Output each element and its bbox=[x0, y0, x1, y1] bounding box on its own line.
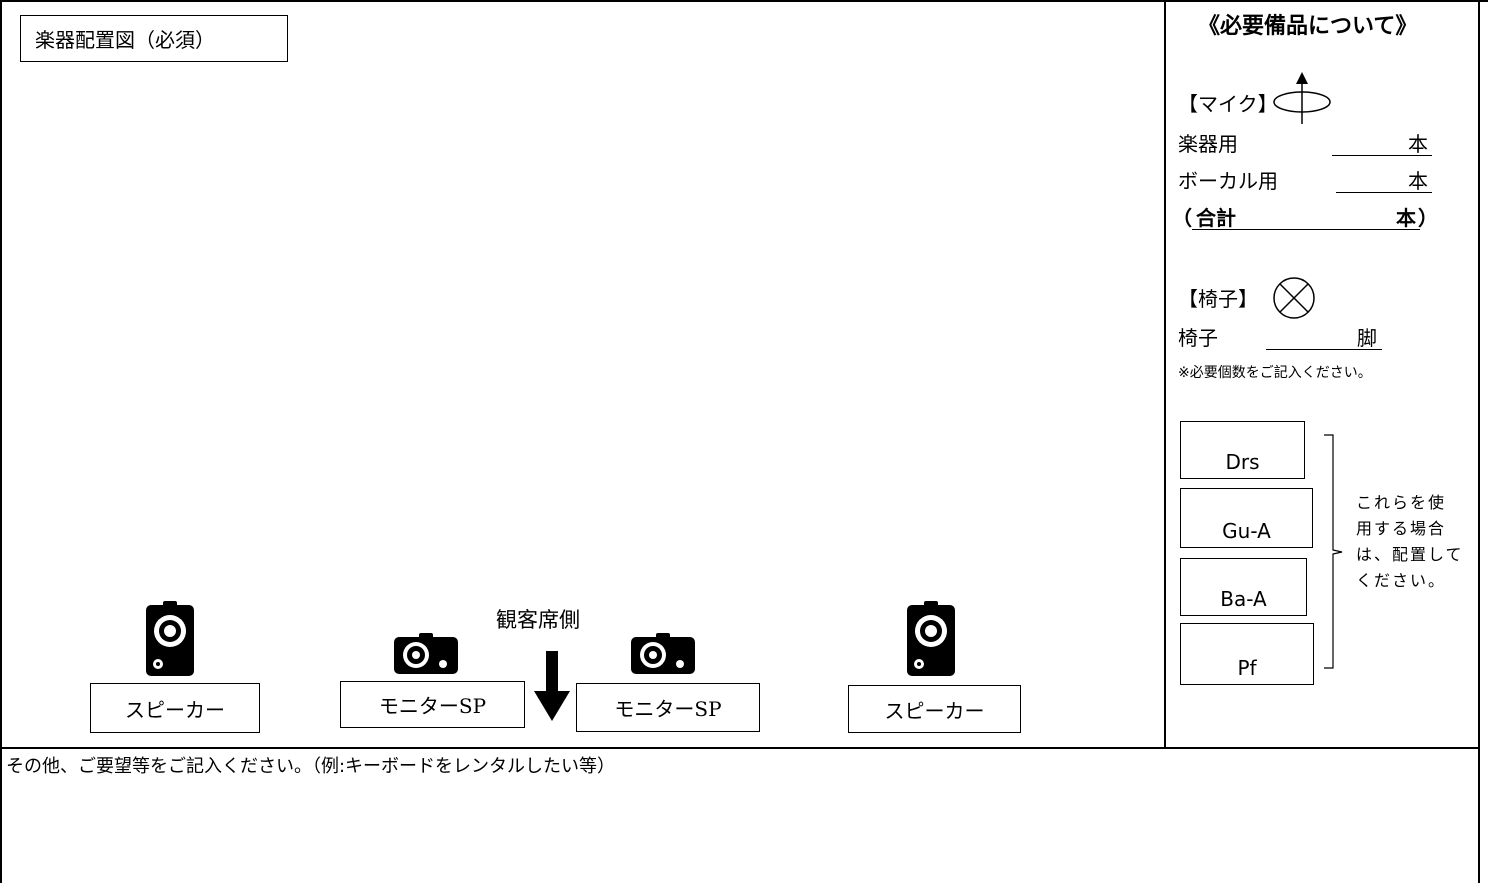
other-requests-field[interactable] bbox=[4, 782, 1476, 882]
speaker-left-icon bbox=[145, 601, 195, 677]
instrument-bracket bbox=[1322, 434, 1344, 670]
frame-top-border bbox=[0, 0, 1488, 2]
mic-total-field[interactable] bbox=[1192, 202, 1420, 230]
count-note: ※必要個数をご記入ください。 bbox=[1178, 365, 1372, 381]
other-requests-label: その他、ご要望等をご記入ください。（例:キーボードをレンタルしたい等） bbox=[6, 756, 616, 777]
instrument-box-drums[interactable]: Drs bbox=[1180, 421, 1305, 479]
panel-divider bbox=[1164, 0, 1166, 748]
monitor-left-label: モニターSP bbox=[378, 694, 487, 718]
instrument-note-line: 用する場合 bbox=[1356, 519, 1447, 538]
instrument-label-guitar-amp: Gu-A bbox=[1222, 519, 1271, 543]
chair-symbol-icon bbox=[1272, 276, 1316, 320]
mic-total-open: （ bbox=[1172, 206, 1192, 230]
mic-instrument-unit: 本 bbox=[1408, 132, 1428, 156]
instrument-label-drums: Drs bbox=[1225, 450, 1260, 474]
monitor-left-icon bbox=[393, 633, 459, 675]
mic-vocal-label: ボーカル用 bbox=[1178, 169, 1278, 193]
section-divider bbox=[0, 747, 1480, 749]
mic-vocal-count-field[interactable] bbox=[1336, 165, 1432, 193]
mic-instrument-count-field[interactable] bbox=[1332, 128, 1432, 156]
mic-instrument-label: 楽器用 bbox=[1178, 132, 1238, 156]
instrument-note: これらを使 用する場合 は、配置して ください。 bbox=[1356, 490, 1474, 594]
chair-label: 椅子 bbox=[1178, 326, 1218, 350]
monitor-right-icon bbox=[630, 633, 696, 675]
mic-symbol-icon bbox=[1272, 70, 1334, 124]
frame-right-border bbox=[1478, 0, 1480, 883]
equipment-title: 《必要備品について》 bbox=[1198, 14, 1418, 39]
instrument-note-line: ください。 bbox=[1356, 571, 1447, 590]
instrument-box-bass-amp[interactable]: Ba-A bbox=[1180, 558, 1307, 616]
audience-side-label: 観客席側 bbox=[496, 608, 580, 632]
mic-heading: 【マイク】 bbox=[1178, 92, 1278, 116]
frame-left-border bbox=[0, 0, 2, 883]
chair-count-field[interactable] bbox=[1266, 322, 1382, 350]
instrument-box-piano[interactable]: Pf bbox=[1180, 623, 1314, 685]
mic-total-close: ） bbox=[1418, 206, 1438, 230]
speaker-left-label: スピーカー bbox=[125, 697, 225, 722]
chair-unit: 脚 bbox=[1357, 326, 1377, 350]
stage-title-box: 楽器配置図（必須） bbox=[20, 15, 288, 62]
monitor-right-label: モニターSP bbox=[614, 697, 722, 721]
mic-total-unit: 本 bbox=[1396, 206, 1416, 230]
speaker-right-label: スピーカー bbox=[884, 698, 985, 723]
monitor-right-label-box: モニターSP bbox=[576, 683, 760, 732]
instrument-note-line: これらを使 bbox=[1356, 493, 1447, 512]
instrument-label-bass-amp: Ba-A bbox=[1220, 587, 1267, 611]
instrument-label-piano: Pf bbox=[1237, 656, 1257, 680]
instrument-box-guitar-amp[interactable]: Gu-A bbox=[1180, 488, 1313, 548]
speaker-left-label-box: スピーカー bbox=[90, 683, 260, 733]
down-arrow-icon bbox=[532, 651, 572, 721]
page-title: 楽器配置図（必須） bbox=[35, 28, 215, 52]
mic-total-label: 合計 bbox=[1196, 206, 1236, 230]
monitor-left-label-box: モニターSP bbox=[340, 681, 525, 728]
speaker-right-label-box: スピーカー bbox=[848, 685, 1021, 733]
chair-heading: 【椅子】 bbox=[1178, 287, 1258, 311]
mic-vocal-unit: 本 bbox=[1408, 169, 1428, 193]
speaker-right-icon bbox=[906, 601, 956, 677]
instrument-note-line: は、配置して bbox=[1356, 545, 1464, 564]
